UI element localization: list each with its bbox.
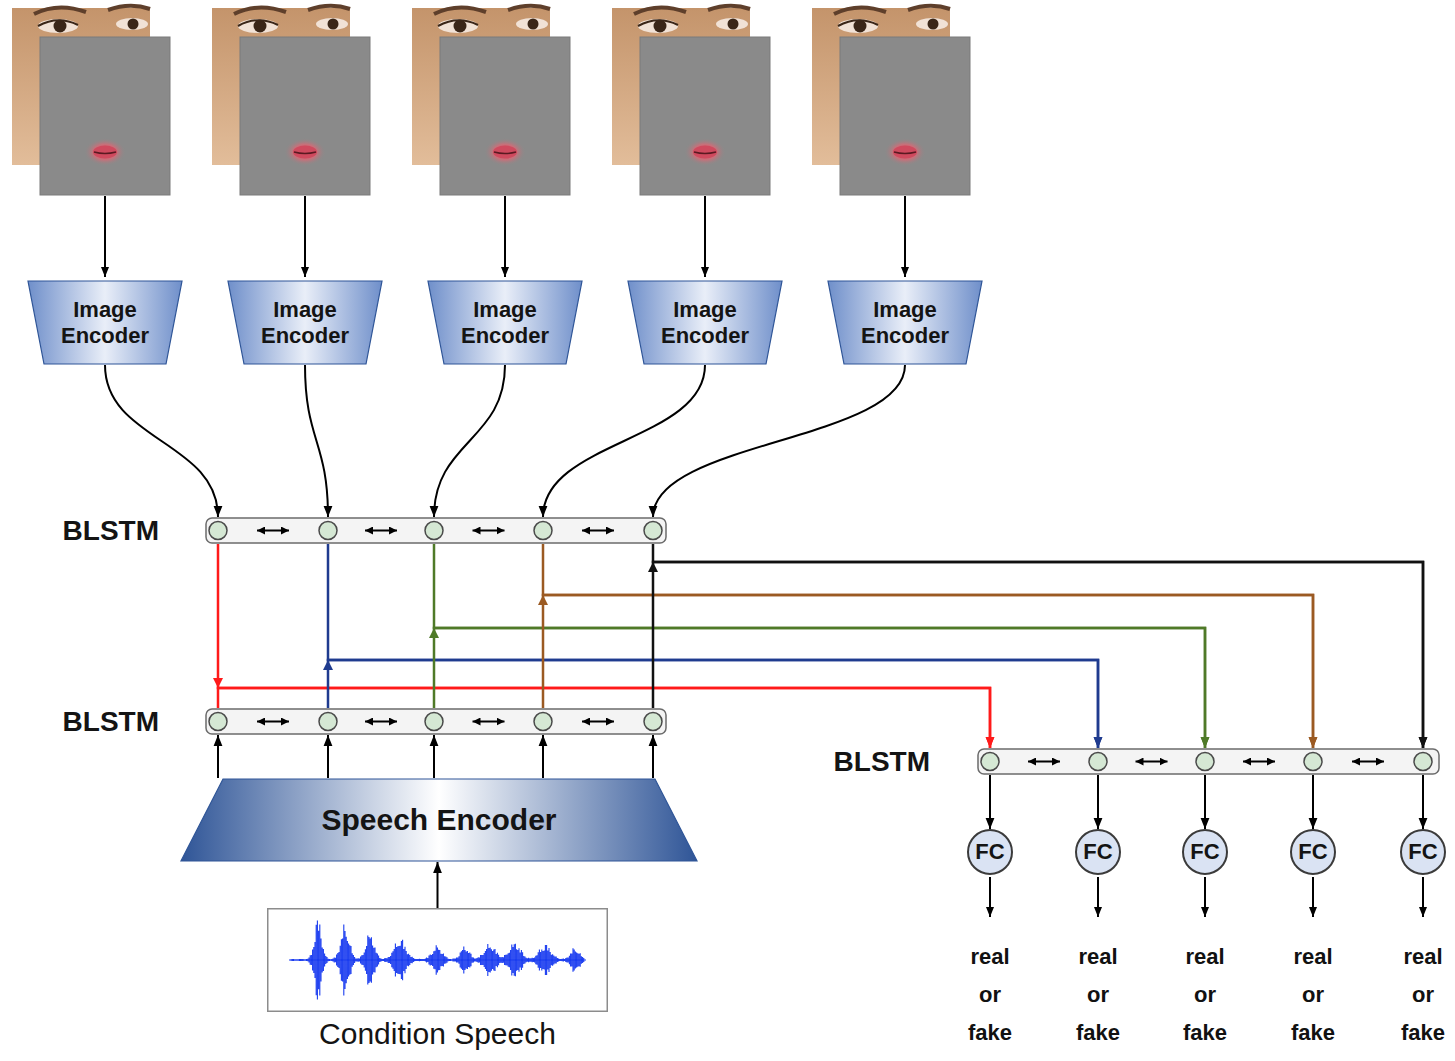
connector-arrow: [653, 544, 1423, 748]
layer-label: FC: [1408, 841, 1437, 863]
layer-label: BLSTM: [63, 706, 159, 737]
junction-arrowhead: [213, 678, 223, 688]
speech-waveform-box-shape: [267, 908, 608, 1012]
encoder-label: Image Encoder: [53, 297, 157, 348]
mouth-frame-illustration: [212, 6, 370, 277]
blstm-layer: BLSTM: [205, 517, 667, 544]
layer-label: FC: [1083, 841, 1112, 863]
connector-arrow: [327, 735, 329, 778]
junction-arrowhead: [538, 595, 548, 605]
mouth-frame-illustration: [12, 6, 170, 277]
mouth-frame-illustration: [612, 6, 770, 277]
encoder-label: Speech Encoder: [321, 803, 556, 838]
output-arrow: [1097, 877, 1099, 917]
image-encoder: Image Encoder: [427, 280, 583, 365]
output-label: real or fake: [1285, 938, 1341, 1052]
encoder-label: Image Encoder: [253, 297, 357, 348]
encoder-label: Image Encoder: [853, 297, 957, 348]
connector-arrow: [434, 365, 505, 517]
fc-layer: FC: [1290, 829, 1336, 875]
output-arrow: [1312, 877, 1314, 917]
output-label: real or fake: [962, 938, 1018, 1052]
mouth-frame-illustration: [412, 6, 570, 277]
connector-arrow: [305, 365, 328, 517]
junction-arrowhead: [648, 562, 658, 572]
blstm-layer-shape: [977, 748, 1440, 775]
connector-arrow: [1097, 775, 1099, 829]
output-label: real or fake: [1177, 938, 1233, 1052]
connector-arrow: [1422, 775, 1424, 829]
connector-arrow: [217, 735, 219, 778]
encoder-label: Image Encoder: [653, 297, 757, 348]
image-encoder: Image Encoder: [627, 280, 783, 365]
fc-layer: FC: [1182, 829, 1228, 875]
connector-arrow: [652, 735, 654, 778]
connector-arrow: [328, 660, 1098, 748]
layer-label: FC: [1190, 841, 1219, 863]
output-label: real or fake: [1070, 938, 1126, 1052]
fc-layer: FC: [1075, 829, 1121, 875]
mouth-frame-illustration: [812, 6, 970, 277]
connector-arrow: [543, 544, 1313, 748]
output-arrow: [989, 877, 991, 917]
junction-arrowhead: [429, 628, 439, 638]
output-arrow: [1204, 877, 1206, 917]
connector-arrow: [653, 365, 905, 517]
connector-arrow: [543, 595, 1313, 748]
connector-arrow: [105, 365, 218, 517]
connector-arrow: [433, 735, 435, 778]
connector-arrow: [437, 862, 439, 908]
image-encoder: Image Encoder: [827, 280, 983, 365]
blstm-layer: BLSTM: [977, 748, 1440, 775]
image-encoder: Image Encoder: [227, 280, 383, 365]
speech-waveform-box: Condition Speech: [267, 908, 608, 1012]
layer-label: FC: [975, 841, 1004, 863]
image-encoder: Image Encoder: [27, 280, 183, 365]
connector-arrow: [542, 735, 544, 778]
fc-layer: FC: [967, 829, 1013, 875]
encoder-label: Image Encoder: [453, 297, 557, 348]
connector-arrow: [653, 562, 1423, 748]
blstm-layer-shape: [205, 708, 667, 735]
blstm-layer: BLSTM: [205, 708, 667, 735]
fc-layer: FC: [1400, 829, 1446, 875]
layer-label: FC: [1298, 841, 1327, 863]
output-label: real or fake: [1395, 938, 1451, 1052]
layer-label: BLSTM: [63, 515, 159, 546]
connector-arrow: [434, 544, 1205, 748]
connector-arrow: [1204, 775, 1206, 829]
junction-arrowhead: [323, 660, 333, 670]
output-arrow: [1422, 877, 1424, 917]
connector-arrow: [989, 775, 991, 829]
input-caption: Condition Speech: [319, 1017, 556, 1050]
blstm-layer-shape: [205, 517, 667, 544]
connector-arrow: [1312, 775, 1314, 829]
layer-label: BLSTM: [834, 746, 930, 777]
connector-arrow: [543, 365, 705, 517]
speech-encoder: Speech Encoder: [180, 778, 698, 862]
